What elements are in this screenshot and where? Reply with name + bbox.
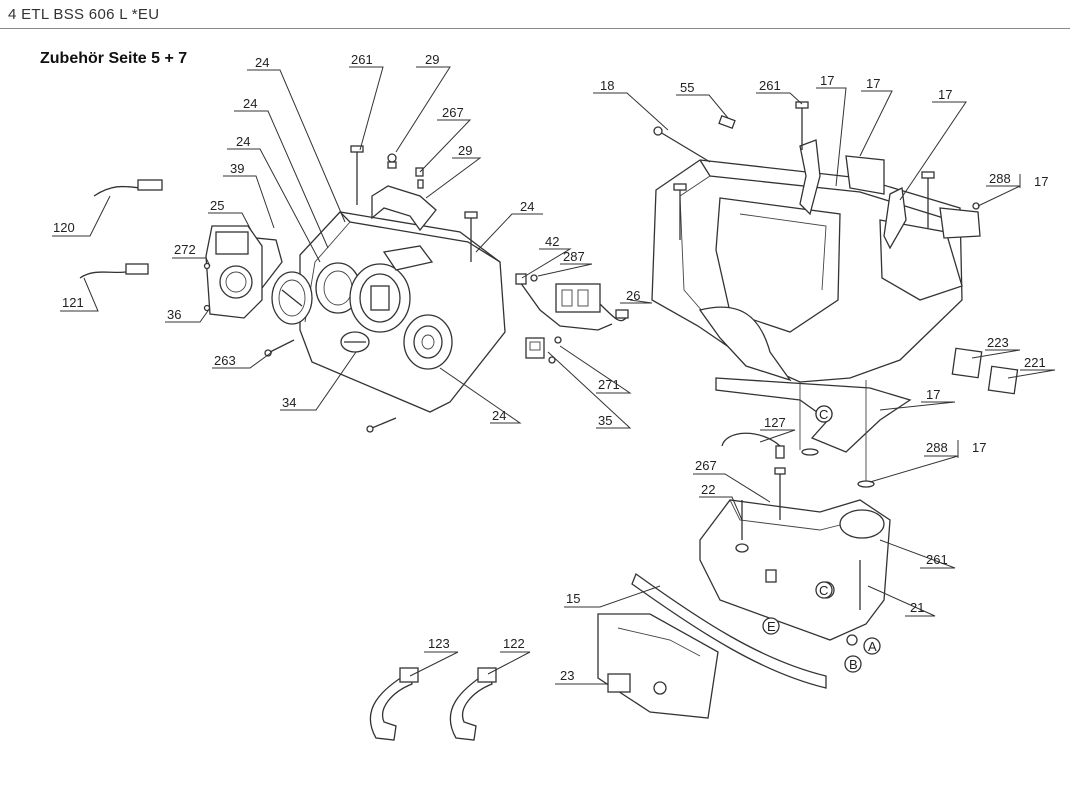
callout-label: 55 (680, 80, 694, 95)
marker-circle (815, 405, 833, 423)
callout-label: 15 (566, 591, 580, 606)
callout-label: 24 (520, 199, 534, 214)
callout-label: 22 (701, 482, 715, 497)
marker-circle (762, 617, 780, 635)
callout-label: 39 (230, 161, 244, 176)
callout-label: 24 (492, 408, 506, 423)
header-rule (0, 28, 1070, 29)
marker-label: C (819, 583, 828, 598)
marker-label: E (767, 619, 776, 634)
callout-label: 272 (174, 242, 196, 257)
callout-label: 287 (563, 249, 585, 264)
document-title: 4 ETL BSS 606 L *EU (8, 6, 160, 23)
callout-label: 17 (972, 440, 986, 455)
callout-label: 35 (598, 413, 612, 428)
callout-label: 261 (351, 52, 373, 67)
front-panel-assembly (79, 145, 629, 433)
callout-label: 267 (442, 105, 464, 120)
callout-label: 42 (545, 234, 559, 249)
marker-label: A (868, 639, 877, 654)
callout-label: 127 (764, 415, 786, 430)
callout-label: 121 (62, 295, 84, 310)
callout-label: 17 (820, 73, 834, 88)
callout-label: 288 (926, 440, 948, 455)
accessory-note: Zubehör Seite 5 + 7 (40, 50, 188, 67)
callout-label: 120 (53, 220, 75, 235)
callout-label: 34 (282, 395, 296, 410)
header: 4 ETL BSS 606 L *EU (0, 0, 1070, 30)
callout-label: 17 (1034, 174, 1048, 189)
callout-label: 25 (210, 198, 224, 213)
callout-label: 223 (987, 335, 1009, 350)
marker-label: C (819, 407, 828, 422)
callout-label: 267 (695, 458, 717, 473)
callout-label: 24 (243, 96, 257, 111)
marker-circle (863, 637, 881, 655)
callout-label: 36 (167, 307, 181, 322)
callout-label: 17 (926, 387, 940, 402)
callout-label: 288 (989, 171, 1011, 186)
marker-circle (844, 655, 862, 673)
base-assembly (369, 432, 891, 741)
reference-markers: C C E B A (762, 405, 881, 673)
callout-label: 23 (560, 668, 574, 683)
callout-label: 29 (458, 143, 472, 158)
callout-label: 263 (214, 353, 236, 368)
callout-labels: 24 24 24 24 261 29 267 29 39 25 120 272 … (53, 52, 1048, 683)
marker-label: B (849, 657, 858, 672)
callout-label: 17 (866, 76, 880, 91)
callout-label: 261 (926, 552, 948, 567)
callout-label: 29 (425, 52, 439, 67)
callout-label: 24 (236, 134, 250, 149)
callout-label: 17 (938, 87, 952, 102)
callout-label: 18 (600, 78, 614, 93)
tank-housing-assembly (651, 101, 1019, 488)
callout-label: 24 (255, 55, 269, 70)
callout-label: 221 (1024, 355, 1046, 370)
callout-label: 261 (759, 78, 781, 93)
callout-label: 271 (598, 377, 620, 392)
callout-label: 123 (428, 636, 450, 651)
callout-label: 122 (503, 636, 525, 651)
leader-lines (52, 66, 1056, 685)
callout-label: 26 (626, 288, 640, 303)
marker-circle (815, 581, 833, 599)
callout-label: 21 (910, 600, 924, 615)
